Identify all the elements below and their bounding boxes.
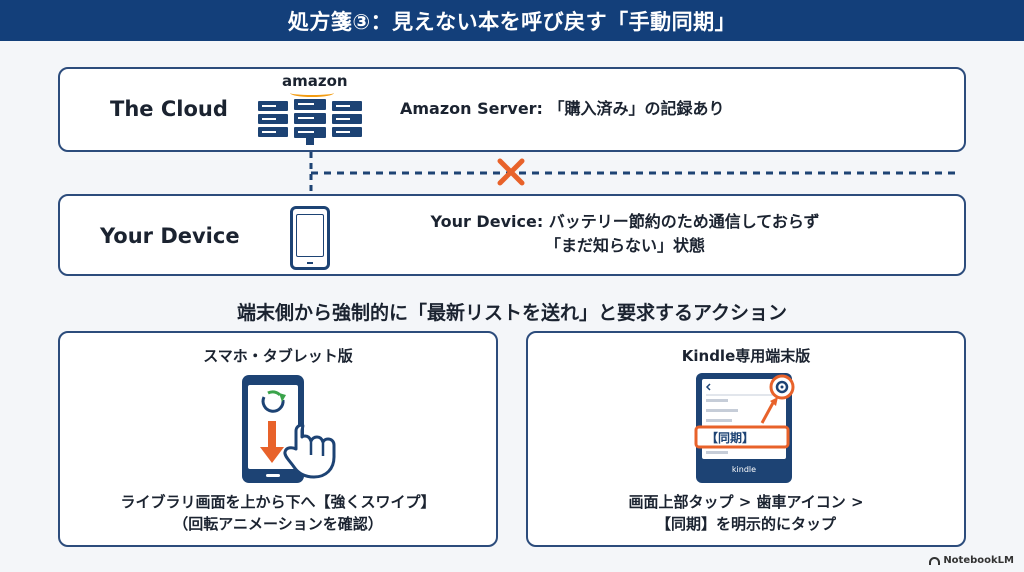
swipe-hand-icon xyxy=(283,423,336,479)
device-panel: Your Device Your Device: バッテリー節約のため通信してお… xyxy=(58,194,966,276)
device-label: Your Device xyxy=(100,224,240,248)
server-icon xyxy=(258,99,362,145)
mobile-description: ライブラリ画面を上から下へ【強くスワイプ】 （回転アニメーションを確認） xyxy=(60,491,496,535)
device-status-text: Your Device: バッテリー節約のため通信しておらず 「まだ知らない」状… xyxy=(390,210,860,258)
cloud-label: The Cloud xyxy=(110,97,228,121)
watermark: NotebookLM xyxy=(929,555,1014,566)
kindle-sync-label: 【同期】 xyxy=(706,430,754,445)
gear-icon xyxy=(769,374,795,400)
device-text-line2: 「まだ知らない」状態 xyxy=(544,236,705,255)
mobile-desc-line2: （回転アニメーションを確認） xyxy=(173,515,383,533)
mobile-desc-line1: ライブラリ画面を上から下へ【強くスワイプ】 xyxy=(120,493,436,511)
cloud-status-text: Amazon Server: 「購入済み」の記録あり xyxy=(400,99,725,118)
disconnect-x-icon xyxy=(497,158,525,186)
page-title: 処方箋③：見えない本を呼び戻す「手動同期」 xyxy=(0,0,1024,41)
watermark-text: NotebookLM xyxy=(943,555,1014,566)
kindle-desc-line2: 【同期】を明示的にタップ xyxy=(655,515,836,533)
amazon-logo: amazon xyxy=(282,72,348,90)
kindle-desc-line1: 画面上部タップ > 歯車アイコン > xyxy=(628,493,864,511)
cloud-panel: The Cloud amazon Amazon Server: 「購入済み」の記… xyxy=(58,67,966,152)
kindle-panel: Kindle専用端末版 【同期】 kindle 画面上部タップ > 歯車アイコン… xyxy=(526,331,966,547)
notebooklm-logo-icon xyxy=(929,556,941,565)
mobile-swipe-illustration xyxy=(242,375,336,483)
device-text-line1: Your Device: バッテリー節約のため通信しておらず xyxy=(430,212,820,231)
mobile-panel: スマホ・タブレット版 ライブラリ画面を上から下へ【強くスワイプ】 （回転アニメー… xyxy=(58,331,498,547)
section-heading: 端末側から強制的に「最新リストを送れ」と要求するアクション xyxy=(236,302,788,324)
connection-diagram xyxy=(309,152,960,194)
down-arrow-icon xyxy=(260,421,284,463)
kindle-title: Kindle専用端末版 xyxy=(681,347,811,365)
kindle-brand: kindle xyxy=(732,465,756,474)
refresh-icon xyxy=(261,390,286,413)
kindle-device-illustration: 【同期】 kindle xyxy=(694,373,795,483)
mobile-title: スマホ・タブレット版 xyxy=(203,347,353,365)
kindle-description: 画面上部タップ > 歯車アイコン > 【同期】を明示的にタップ xyxy=(528,491,964,535)
amazon-smile-icon xyxy=(290,89,334,97)
phone-icon xyxy=(290,206,330,270)
